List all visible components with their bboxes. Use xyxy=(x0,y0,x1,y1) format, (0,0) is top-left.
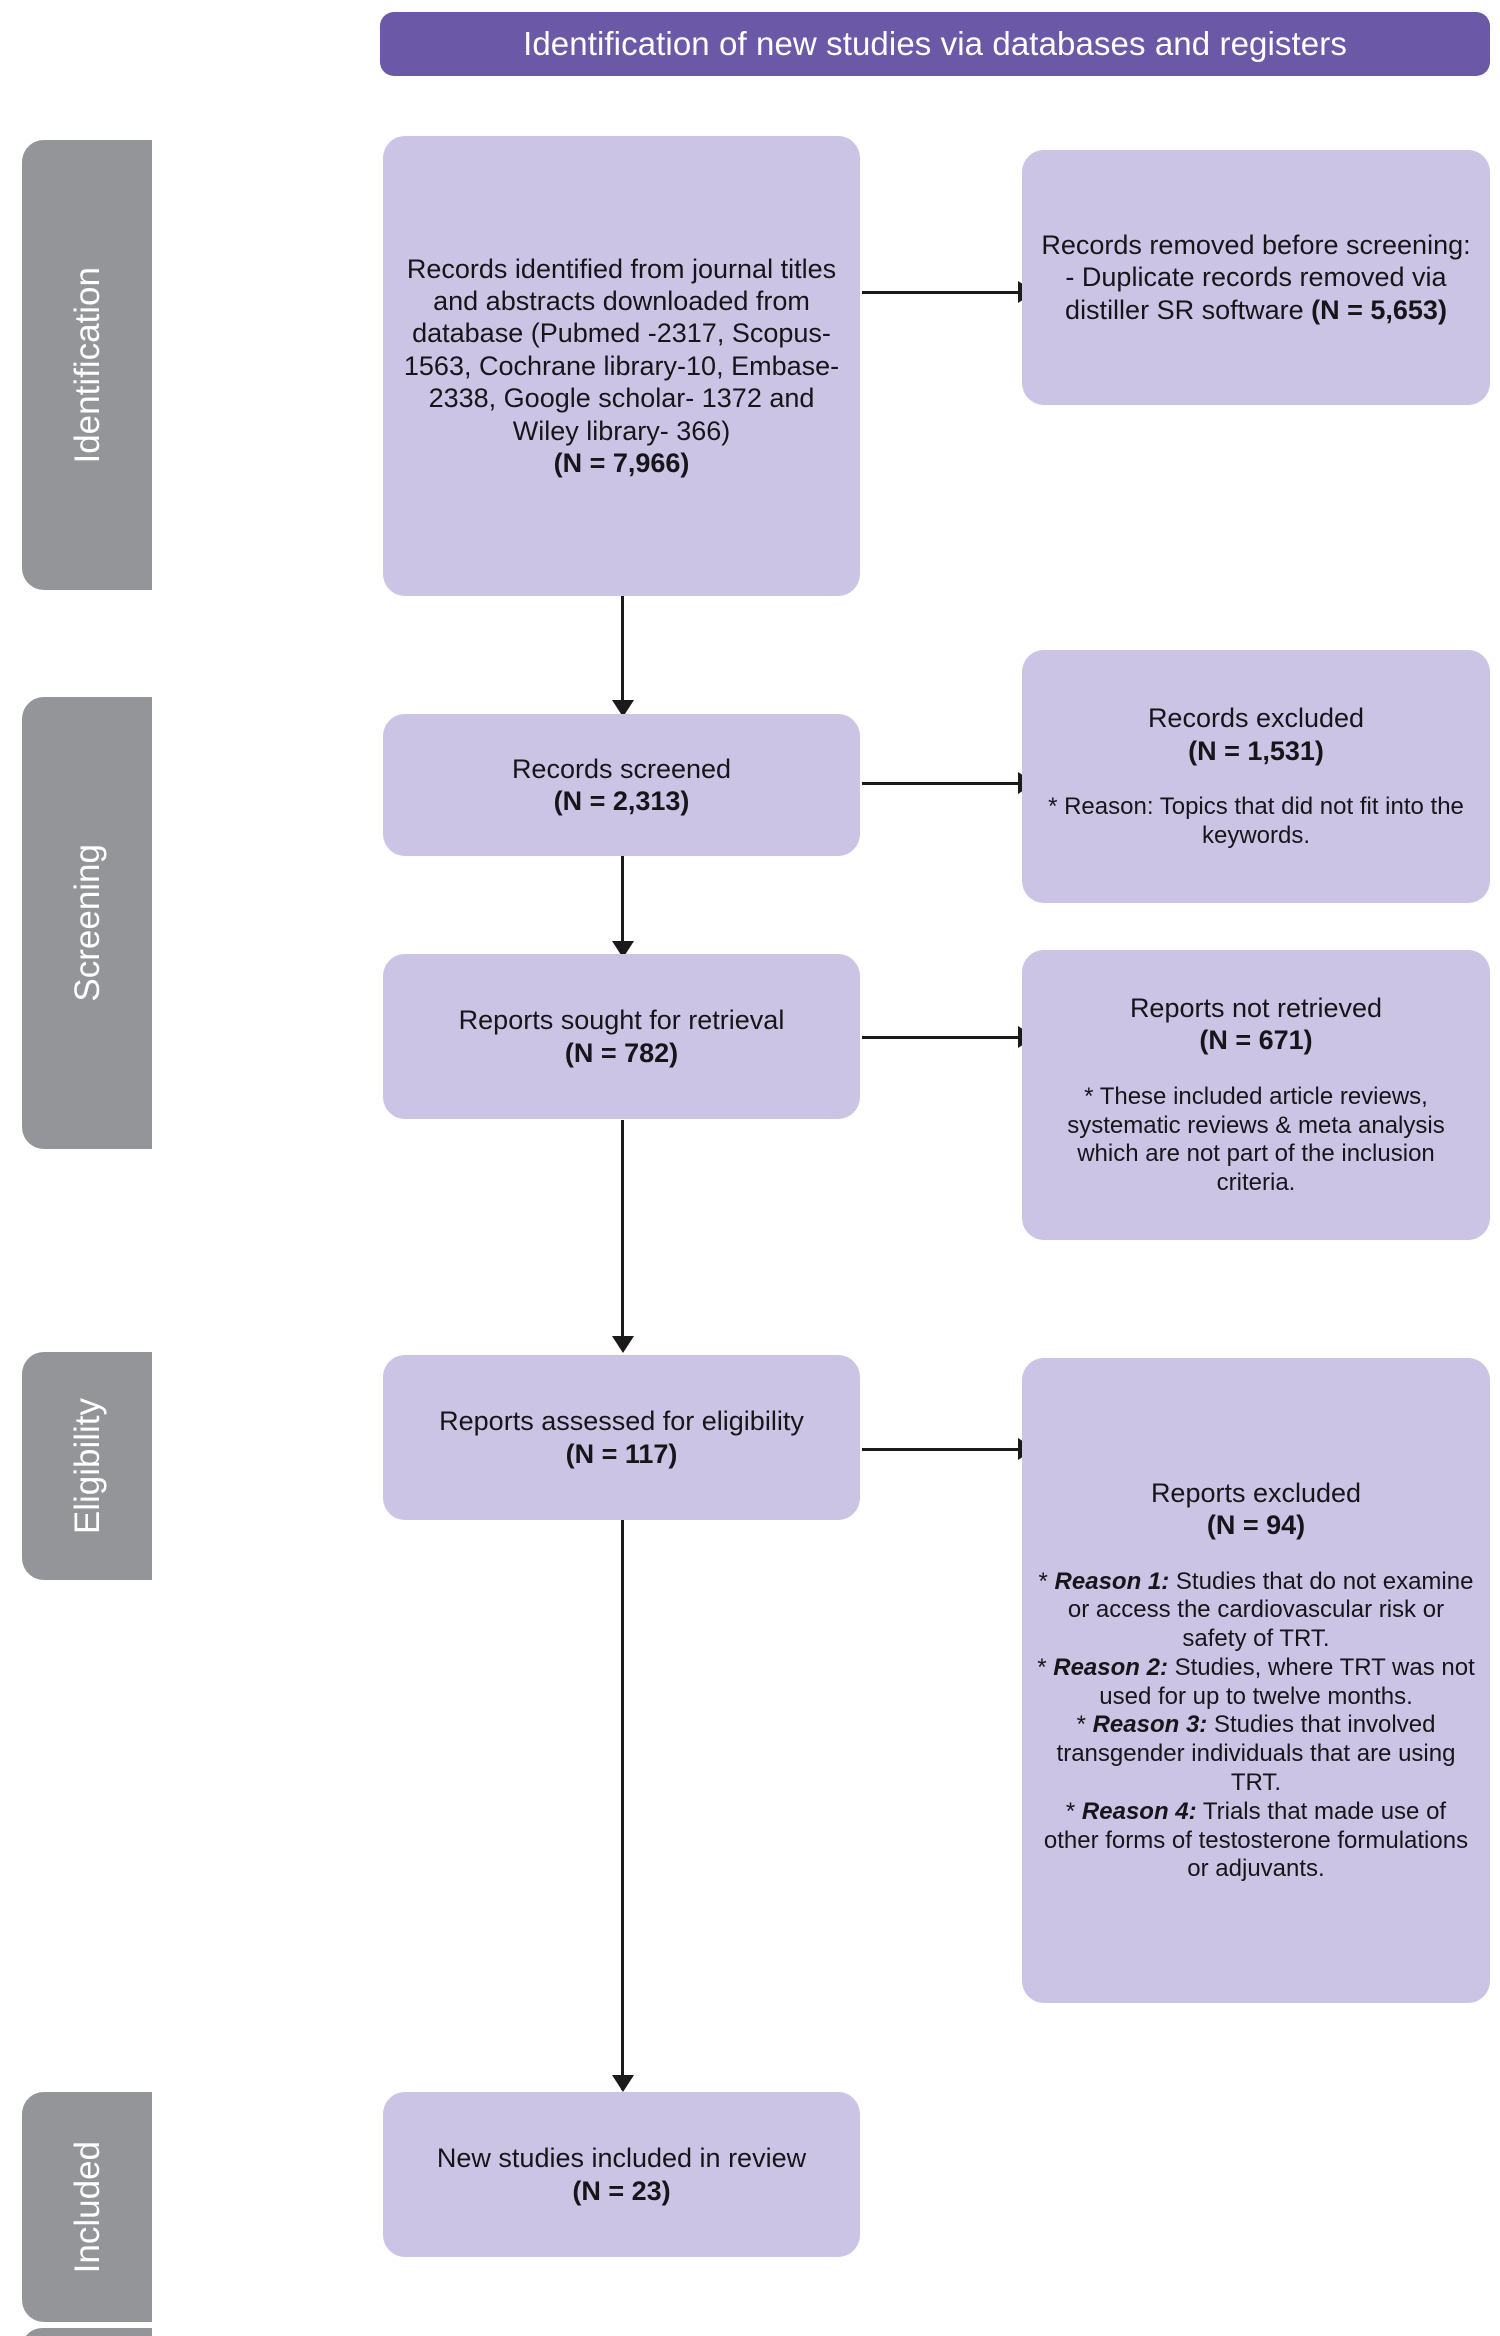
box-records-identified: Records identified from journal titles a… xyxy=(383,136,860,596)
box-records-excluded-note-marker: * xyxy=(1048,793,1065,821)
stage-tab-identification-label: Identification xyxy=(67,266,107,464)
stage-tab-screening-label: Screening xyxy=(67,844,107,1002)
reason-1-text: Studies that do not examine or access th… xyxy=(1067,1567,1474,1653)
connector-identified-to-screened xyxy=(621,595,624,707)
connector-identified-to-removed xyxy=(862,291,1022,294)
box-reports-excluded-reason-4: * Reason 4: Trials that made use of othe… xyxy=(1036,1798,1476,1884)
box-records-excluded-body: Records excluded xyxy=(1147,703,1365,734)
stage-tab-screening: Screening xyxy=(22,697,152,1149)
stage-tab-partial-cutoff xyxy=(22,2328,152,2336)
arrowhead-assessed-to-included xyxy=(612,2075,634,2092)
box-reports-sought-body: Reports sought for retrieval xyxy=(458,1005,785,1036)
box-reports-sought-count: (N = 782) xyxy=(564,1037,679,1068)
connector-assessed-to-reports-excluded xyxy=(862,1448,1022,1451)
box-records-excluded-count: (N = 1,531) xyxy=(1188,735,1324,766)
reason-1-marker: * xyxy=(1038,1567,1055,1595)
box-records-excluded: Records excluded (N = 1,531) * Reason: T… xyxy=(1022,650,1490,903)
box-reports-excluded-body: Reports excluded xyxy=(1150,1477,1362,1508)
box-reports-sought: Reports sought for retrieval (N = 782) xyxy=(383,954,860,1119)
reason-3-marker: * xyxy=(1076,1711,1093,1739)
box-reports-not-retrieved-note: * These included article reviews, system… xyxy=(1067,1082,1445,1197)
box-records-removed-text: Records removed before screening: - Dupl… xyxy=(1041,229,1471,325)
stage-tab-identification: Identification xyxy=(22,140,152,590)
connector-sought-to-assessed xyxy=(621,1120,624,1350)
arrowhead-identified-to-screened xyxy=(612,700,634,717)
connector-assessed-to-included xyxy=(621,1520,624,2090)
reason-2-label: Reason 2: xyxy=(1053,1653,1168,1681)
box-records-identified-count: (N = 7,966) xyxy=(553,447,690,478)
box-new-studies-included-body: New studies included in review xyxy=(436,2143,807,2174)
stage-tab-included-label: Included xyxy=(67,2140,107,2274)
connector-screened-to-sought xyxy=(621,855,624,955)
arrowhead-screened-to-sought xyxy=(612,941,634,958)
box-reports-not-retrieved-count: (N = 671) xyxy=(1199,1025,1313,1056)
diagram-title-banner: Identification of new studies via databa… xyxy=(380,12,1490,76)
box-records-screened-body: Records screened xyxy=(511,753,732,784)
reason-3-label: Reason 3: xyxy=(1092,1711,1208,1739)
box-records-excluded-note-label: Reason: xyxy=(1064,793,1154,821)
box-reports-assessed-count: (N = 117) xyxy=(565,1438,678,1469)
box-records-removed-body: Records removed before screening: - Dupl… xyxy=(1036,229,1476,326)
diagram-title: Identification of new studies via databa… xyxy=(523,25,1347,62)
box-records-identified-body: Records identified from journal titles a… xyxy=(403,253,840,446)
reason-3-text: Studies that involved transgender indivi… xyxy=(1056,1711,1456,1797)
box-reports-excluded-reason-1: * Reason 1: Studies that do not examine … xyxy=(1036,1568,1476,1654)
box-reports-excluded-reason-3: * Reason 3: Studies that involved transg… xyxy=(1036,1711,1476,1797)
box-reports-not-retrieved: Reports not retrieved (N = 671) * These … xyxy=(1022,950,1490,1240)
box-records-excluded-note: * Reason: Topics that did not fit into t… xyxy=(1036,793,1476,851)
stage-tab-included: Included xyxy=(22,2092,152,2322)
reason-2-marker: * xyxy=(1037,1653,1054,1681)
box-reports-excluded-count: (N = 94) xyxy=(1206,1510,1306,1541)
box-new-studies-included-count: (N = 23) xyxy=(572,2175,671,2206)
box-reports-excluded: Reports excluded (N = 94) * Reason 1: St… xyxy=(1022,1358,1490,2003)
box-reports-excluded-reason-2: * Reason 2: Studies, where TRT was not u… xyxy=(1036,1654,1476,1712)
box-reports-assessed: Reports assessed for eligibility (N = 11… xyxy=(383,1355,860,1520)
reason-4-label: Reason 4: xyxy=(1081,1797,1197,1825)
box-new-studies-included: New studies included in review (N = 23) xyxy=(383,2092,860,2257)
box-reports-not-retrieved-body: Reports not retrieved xyxy=(1129,993,1383,1024)
stage-tab-eligibility: Eligibility xyxy=(22,1352,152,1580)
reason-1-label: Reason 1: xyxy=(1054,1567,1170,1595)
stage-tab-eligibility-label: Eligibility xyxy=(67,1397,107,1535)
arrowhead-sought-to-assessed xyxy=(612,1336,634,1353)
box-reports-assessed-body: Reports assessed for eligibility xyxy=(439,1406,804,1437)
box-records-screened-count: (N = 2,313) xyxy=(553,786,690,816)
box-records-removed-before-screening: Records removed before screening: - Dupl… xyxy=(1022,150,1490,405)
connector-sought-to-not-retrieved xyxy=(862,1036,1022,1039)
connector-screened-to-excluded xyxy=(862,782,1022,785)
reason-4-marker: * xyxy=(1065,1797,1082,1825)
box-records-screened: Records screened (N = 2,313) xyxy=(383,714,860,856)
reason-4-text: Trials that made use of other forms of t… xyxy=(1043,1797,1469,1883)
box-records-excluded-note-text: Topics that did not fit into the keyword… xyxy=(1153,793,1464,849)
box-records-removed-count: (N = 5,653) xyxy=(1311,294,1447,325)
reason-2-text: Studies, where TRT was not used for up t… xyxy=(1099,1653,1475,1710)
